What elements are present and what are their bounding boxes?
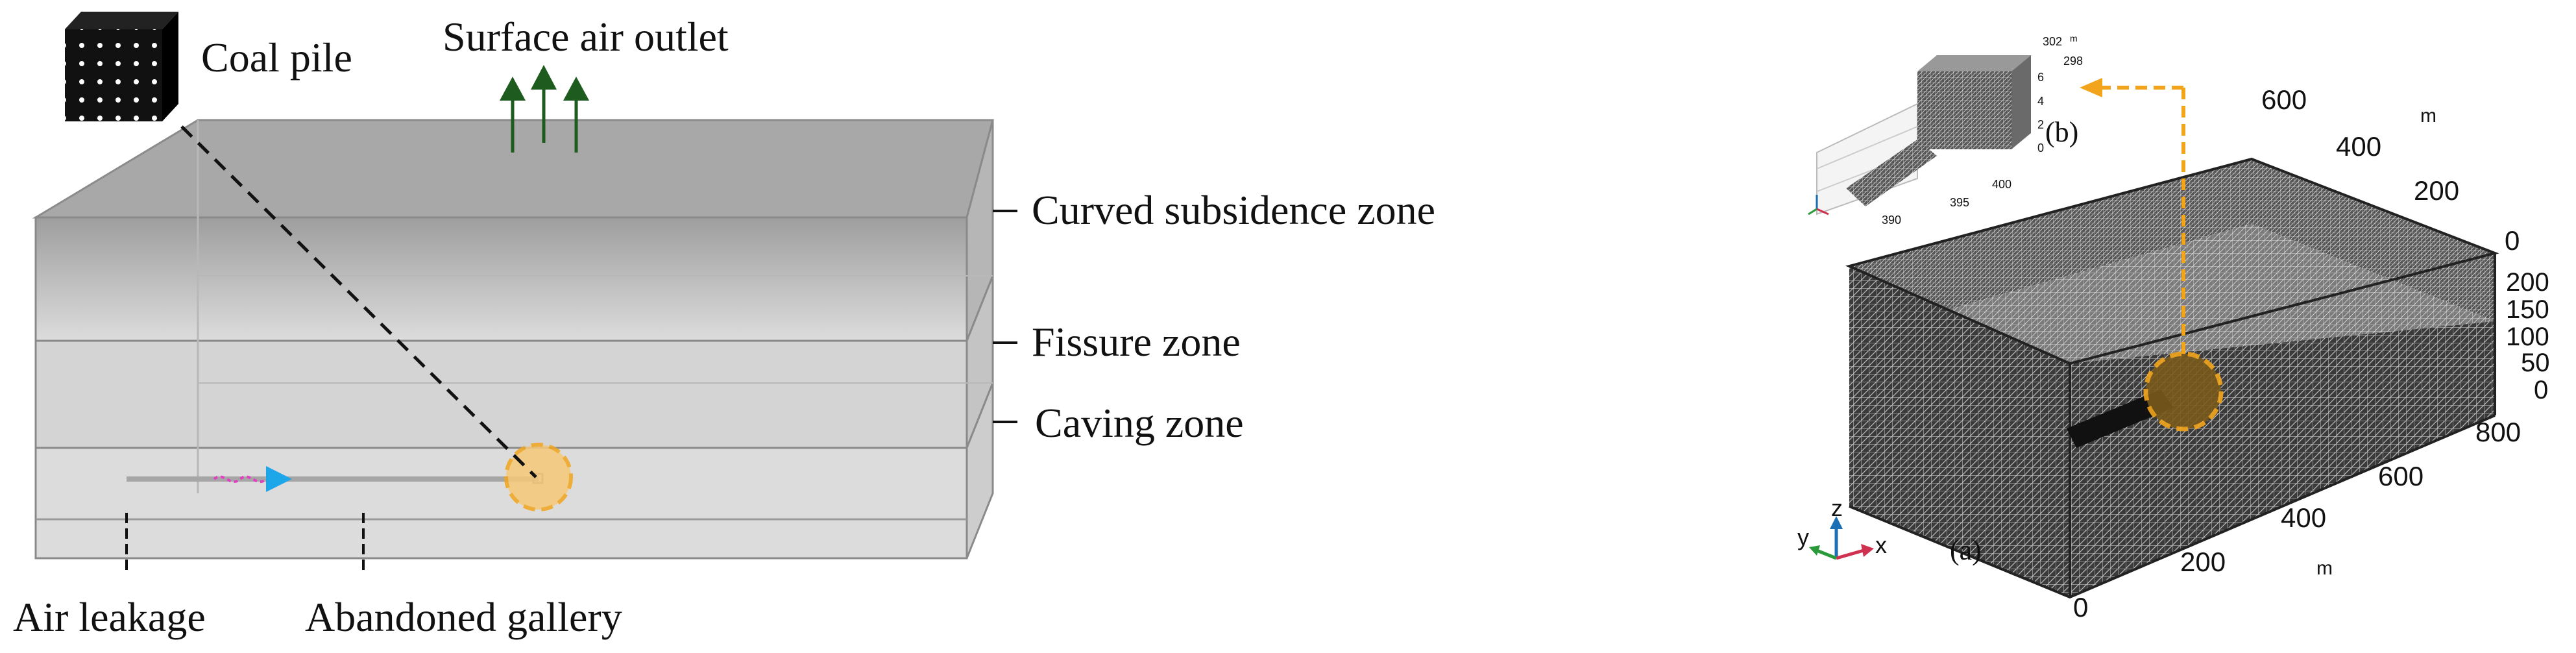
caving-zone-label: Caving zone bbox=[1035, 400, 1244, 446]
inset-ztick-4: 4 bbox=[2037, 95, 2044, 108]
back-tick-0: 0 bbox=[2505, 225, 2520, 256]
mesh-back-wall bbox=[1849, 159, 2252, 338]
vert-tick-200: 200 bbox=[2506, 268, 2549, 297]
inset-triad-icon bbox=[1808, 195, 1829, 216]
front-tick-200: 200 bbox=[2180, 547, 2226, 577]
vert-tick-50: 50 bbox=[2521, 349, 2550, 377]
inset-tick-302: 302 bbox=[2043, 35, 2062, 48]
back-tick-600: 600 bbox=[2261, 84, 2307, 115]
triad-z-label: z bbox=[1831, 495, 1843, 521]
inset-xtick-400: 400 bbox=[1992, 178, 2011, 191]
inset-unit: m bbox=[2070, 33, 2078, 43]
axis-triad-icon bbox=[1809, 516, 1874, 560]
front-tick-600: 600 bbox=[2378, 461, 2424, 491]
zone-curved-subsidence bbox=[34, 216, 968, 342]
zone-caving-side bbox=[966, 382, 994, 559]
air-flow-arrow bbox=[213, 466, 292, 492]
inset-tick-298: 298 bbox=[2063, 55, 2083, 68]
curved-subsidence-zone-label: Curved subsidence zone bbox=[1032, 187, 1435, 233]
highlight-circle-right bbox=[2143, 351, 2224, 432]
triad-y-label: y bbox=[1797, 524, 1809, 550]
inset-b: 302 m 298 6 4 2 0 390 395 400 (b) bbox=[1808, 33, 2083, 227]
inset-xtick-395: 395 bbox=[1950, 196, 1969, 209]
coal-pile-label: Coal pile bbox=[201, 34, 352, 80]
back-tick-400: 400 bbox=[2336, 131, 2381, 162]
inset-leader bbox=[2080, 78, 2185, 354]
zone-caving bbox=[34, 447, 968, 560]
highlight-circle-left bbox=[504, 443, 573, 511]
vert-tick-0: 0 bbox=[2534, 376, 2548, 404]
panel-b-label: (b) bbox=[2045, 116, 2078, 148]
back-tick-200: 200 bbox=[2414, 175, 2459, 206]
mesh-gallery bbox=[2067, 389, 2174, 448]
inset-xtick-390: 390 bbox=[1882, 214, 1901, 227]
vert-tick-150: 150 bbox=[2506, 295, 2549, 324]
abandoned-gallery-label: Abandoned gallery bbox=[305, 594, 622, 640]
mesh-right-back-wall bbox=[2252, 159, 2495, 321]
front-tick-800: 800 bbox=[2475, 417, 2521, 447]
front-tick-400: 400 bbox=[2281, 502, 2326, 533]
inset-ztick-6: 6 bbox=[2037, 71, 2044, 84]
surface-air-outlet-arrows bbox=[500, 65, 589, 153]
panel-a-label: (a) bbox=[1950, 534, 1982, 566]
coal-pile-icon bbox=[65, 12, 178, 121]
air-leakage-label: Air leakage bbox=[13, 594, 206, 640]
front-tick-0: 0 bbox=[2073, 592, 2088, 622]
fissure-zone-label: Fissure zone bbox=[1032, 319, 1241, 365]
surface-air-outlet-label: Surface air outlet bbox=[443, 14, 729, 60]
left-diagram: Coal pile Surface air outlet Curved subs… bbox=[13, 12, 1435, 640]
coal-pile-leader bbox=[180, 125, 537, 478]
mesh-left-wall bbox=[1849, 266, 2070, 597]
back-unit: m bbox=[2420, 105, 2436, 127]
inset-ztick-0: 0 bbox=[2037, 142, 2044, 154]
inset-ztick-2: 2 bbox=[2037, 118, 2044, 131]
zone-fissure bbox=[34, 339, 968, 449]
triad-x-label: x bbox=[1875, 532, 1887, 558]
right-diagram: 302 m 298 6 4 2 0 390 395 400 (b) 600 m … bbox=[1797, 33, 2550, 622]
mesh-front-wall bbox=[2070, 321, 2495, 597]
vert-tick-100: 100 bbox=[2506, 323, 2549, 351]
front-unit: m bbox=[2316, 558, 2333, 579]
